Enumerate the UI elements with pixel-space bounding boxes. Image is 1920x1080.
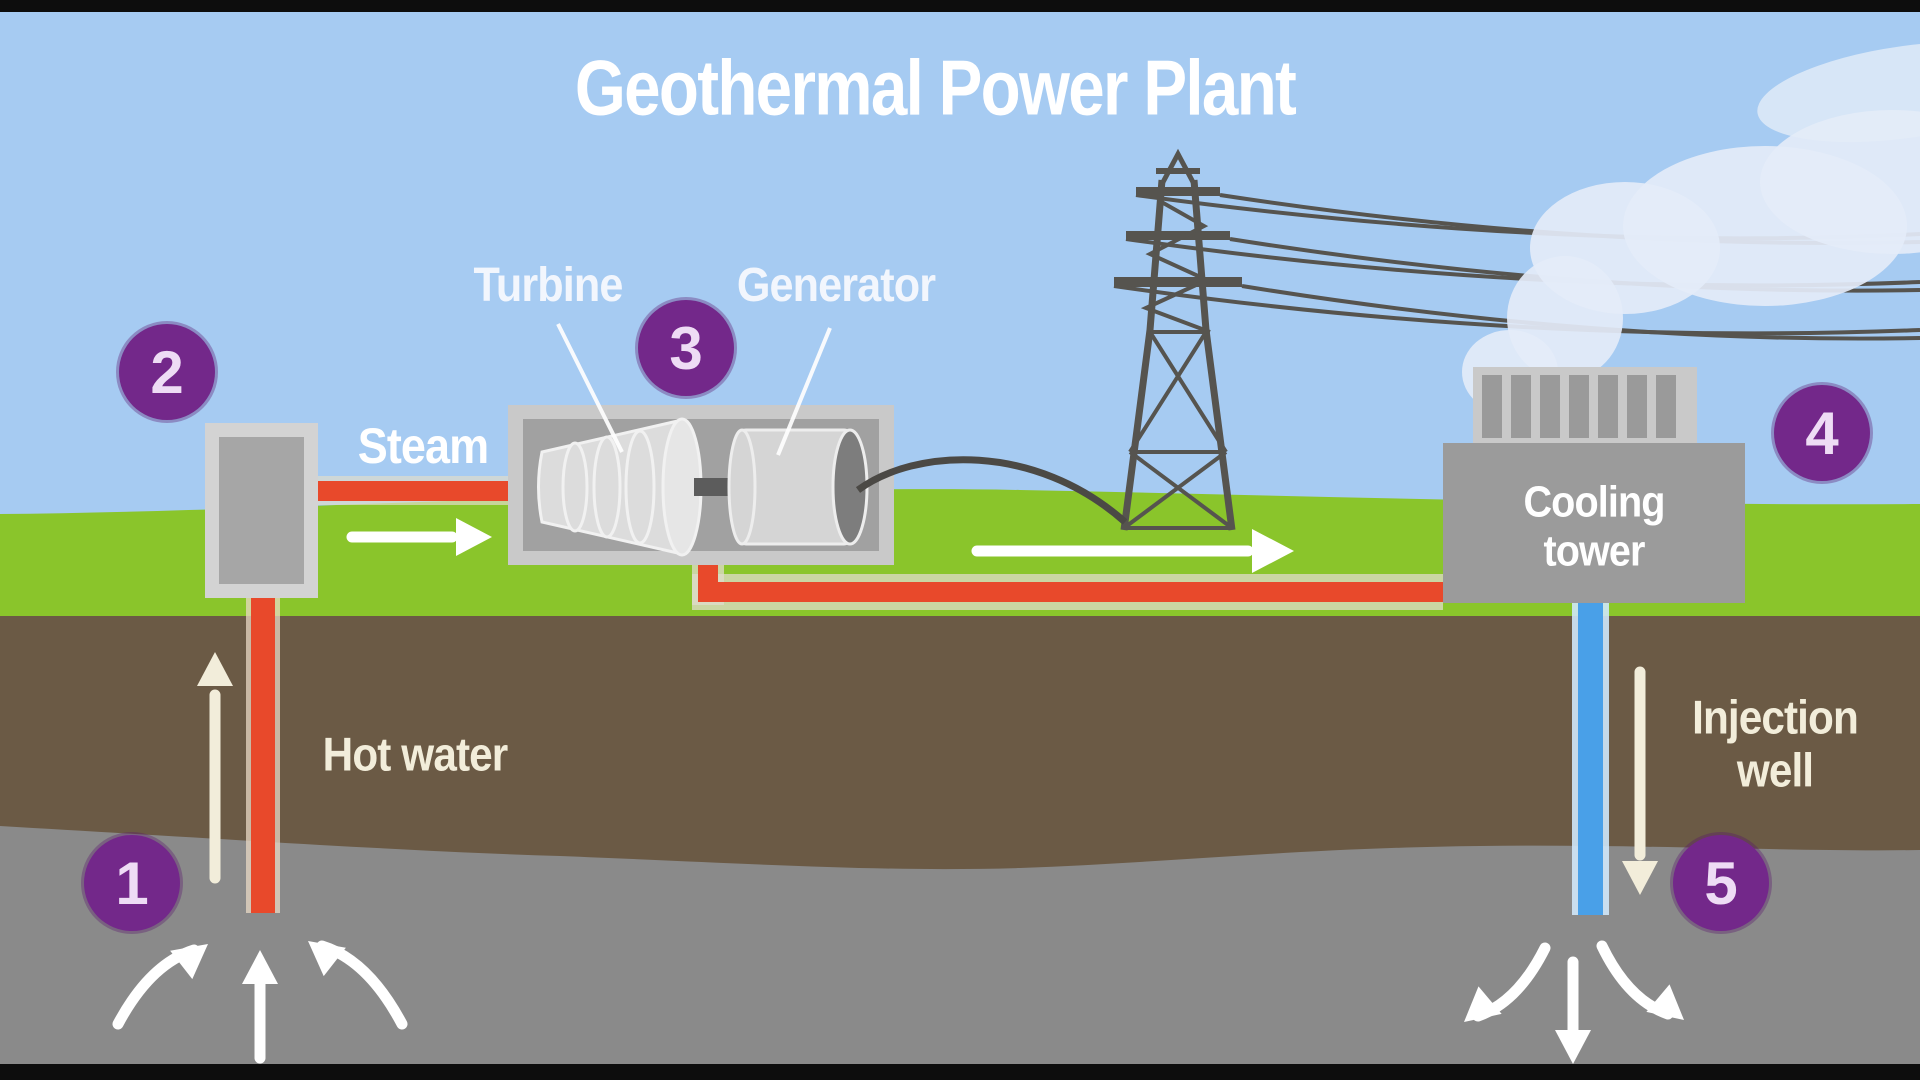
steam-label: Steam [357, 418, 489, 474]
letterbox-bottom [0, 1064, 1920, 1080]
cooling-tower-label: Cooling tower [1523, 477, 1665, 576]
turbine-ring [592, 435, 622, 539]
vent-slat [1540, 375, 1560, 438]
steam-plume [1462, 41, 1920, 414]
cooling-tower-vents [1482, 375, 1676, 438]
generator-leader-line [776, 327, 832, 456]
injection-pipe [1578, 600, 1603, 915]
cooling-tower [1443, 367, 1745, 603]
vent-slat [1656, 375, 1676, 438]
vent-slat [1511, 375, 1531, 438]
step-badge-5: 5 [1673, 835, 1769, 931]
step-badge-1: 1 [84, 835, 180, 931]
reservoir-disperse-arrows [1464, 940, 1684, 1064]
vent-slat [1482, 375, 1502, 438]
pipes [246, 476, 1609, 915]
transmission-tower [1114, 148, 1242, 531]
turbine-ring [561, 441, 589, 533]
pylon-crossarm [1126, 231, 1230, 240]
pylon-bracing [1122, 330, 1234, 530]
pylon-top-bar [1156, 168, 1200, 174]
reinjection-flow-arrow [971, 529, 1294, 573]
reinjection-pipe-horizontal [698, 582, 1443, 602]
pylon-crossarm [1136, 187, 1220, 196]
steam-puff [1757, 41, 1920, 143]
letterbox-top [0, 0, 1920, 12]
vent-slat [1598, 375, 1618, 438]
leader-lines [556, 323, 832, 456]
steam-flow-arrow [346, 518, 492, 556]
pylon-bracing [1140, 198, 1212, 334]
turbine-hall [508, 405, 894, 565]
steam-pipe [306, 481, 520, 501]
step-badge-3: 3 [638, 300, 734, 396]
turbine-label: Turbine [473, 259, 624, 313]
reservoir-rise-arrows [112, 940, 408, 1064]
wellhead [205, 423, 318, 598]
injection-down-arrow [1622, 666, 1658, 895]
vent-slat [1569, 375, 1589, 438]
turbine-ring [624, 429, 656, 545]
step-badge-4: 4 [1774, 385, 1870, 481]
diagram-title: Geothermal Power Plant [574, 43, 1297, 132]
turbine-leader-line [556, 323, 624, 453]
hot-water-up-arrow [197, 652, 233, 884]
wellhead-door [219, 437, 304, 584]
vent-slat [1627, 375, 1647, 438]
generator-label: Generator [736, 259, 936, 313]
generator-wire [855, 456, 1128, 525]
cooling-tower-body [1443, 443, 1745, 603]
generator-left-cap [727, 428, 757, 546]
pylon-crossarm [1114, 277, 1242, 287]
flow-arrows [112, 518, 1684, 1064]
hot-water-label: Hot water [322, 727, 509, 781]
steam-puff [1760, 110, 1920, 254]
step-badge-2: 2 [119, 324, 215, 420]
injection-well-label: Injection well [1692, 690, 1859, 796]
rock-layer [0, 826, 1920, 1080]
hot-water-pipe [251, 590, 275, 913]
